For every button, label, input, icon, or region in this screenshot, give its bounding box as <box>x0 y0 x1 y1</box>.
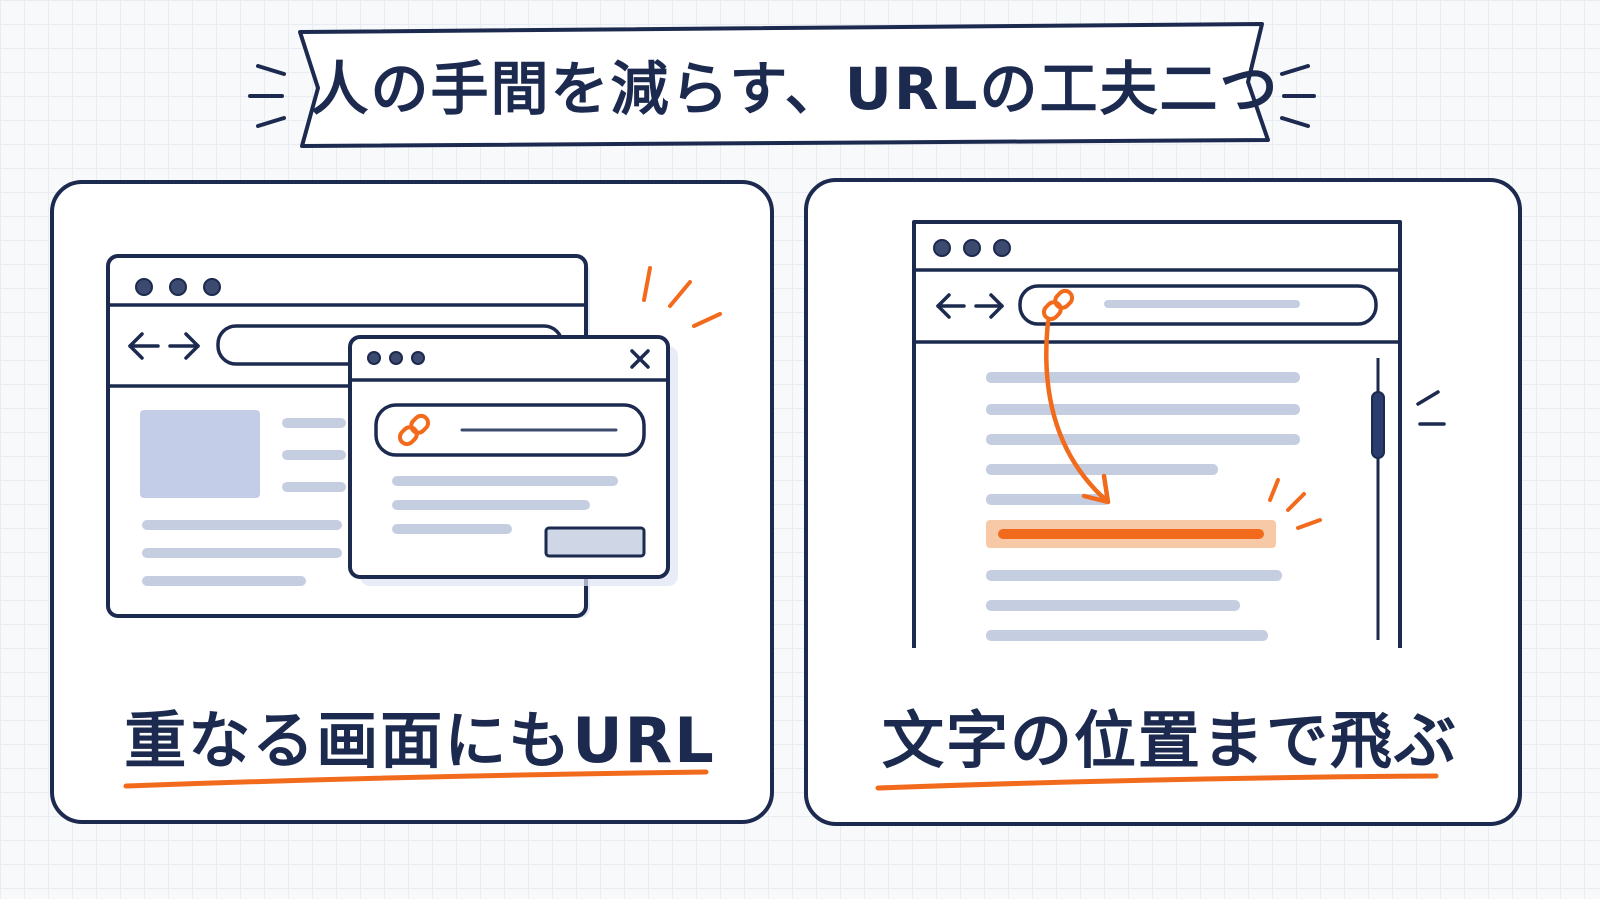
jump-arrow <box>1044 319 1111 505</box>
left-sparkle <box>642 266 722 328</box>
close-icon <box>630 349 650 369</box>
left-emphasis-lines <box>248 64 286 128</box>
right-panel-caption: 文字の位置まで飛ぶ <box>881 704 1458 777</box>
back-arrow-icon <box>128 332 160 360</box>
highlight-sparkle <box>1268 478 1322 530</box>
right-panel <box>804 178 1522 826</box>
right-caption-underline <box>875 773 1439 791</box>
forward-arrow-icon <box>974 293 1004 319</box>
browser-window <box>912 220 1402 648</box>
forward-arrow-icon <box>168 332 200 360</box>
scrollbar-thumb <box>1371 391 1385 459</box>
left-panel-caption: 重なる画面にもURL <box>124 704 716 777</box>
left-panel <box>50 180 774 824</box>
scroll-emphasis <box>1416 390 1446 426</box>
popup-window <box>348 335 678 586</box>
right-emphasis-lines <box>1280 64 1316 128</box>
title-banner <box>248 22 1316 148</box>
page-title: 人の手間を減らす、URLの工夫二つ <box>310 55 1280 123</box>
left-caption-underline <box>123 769 709 789</box>
link-icon <box>1041 288 1075 322</box>
link-icon <box>397 413 431 447</box>
back-arrow-icon <box>936 293 966 319</box>
